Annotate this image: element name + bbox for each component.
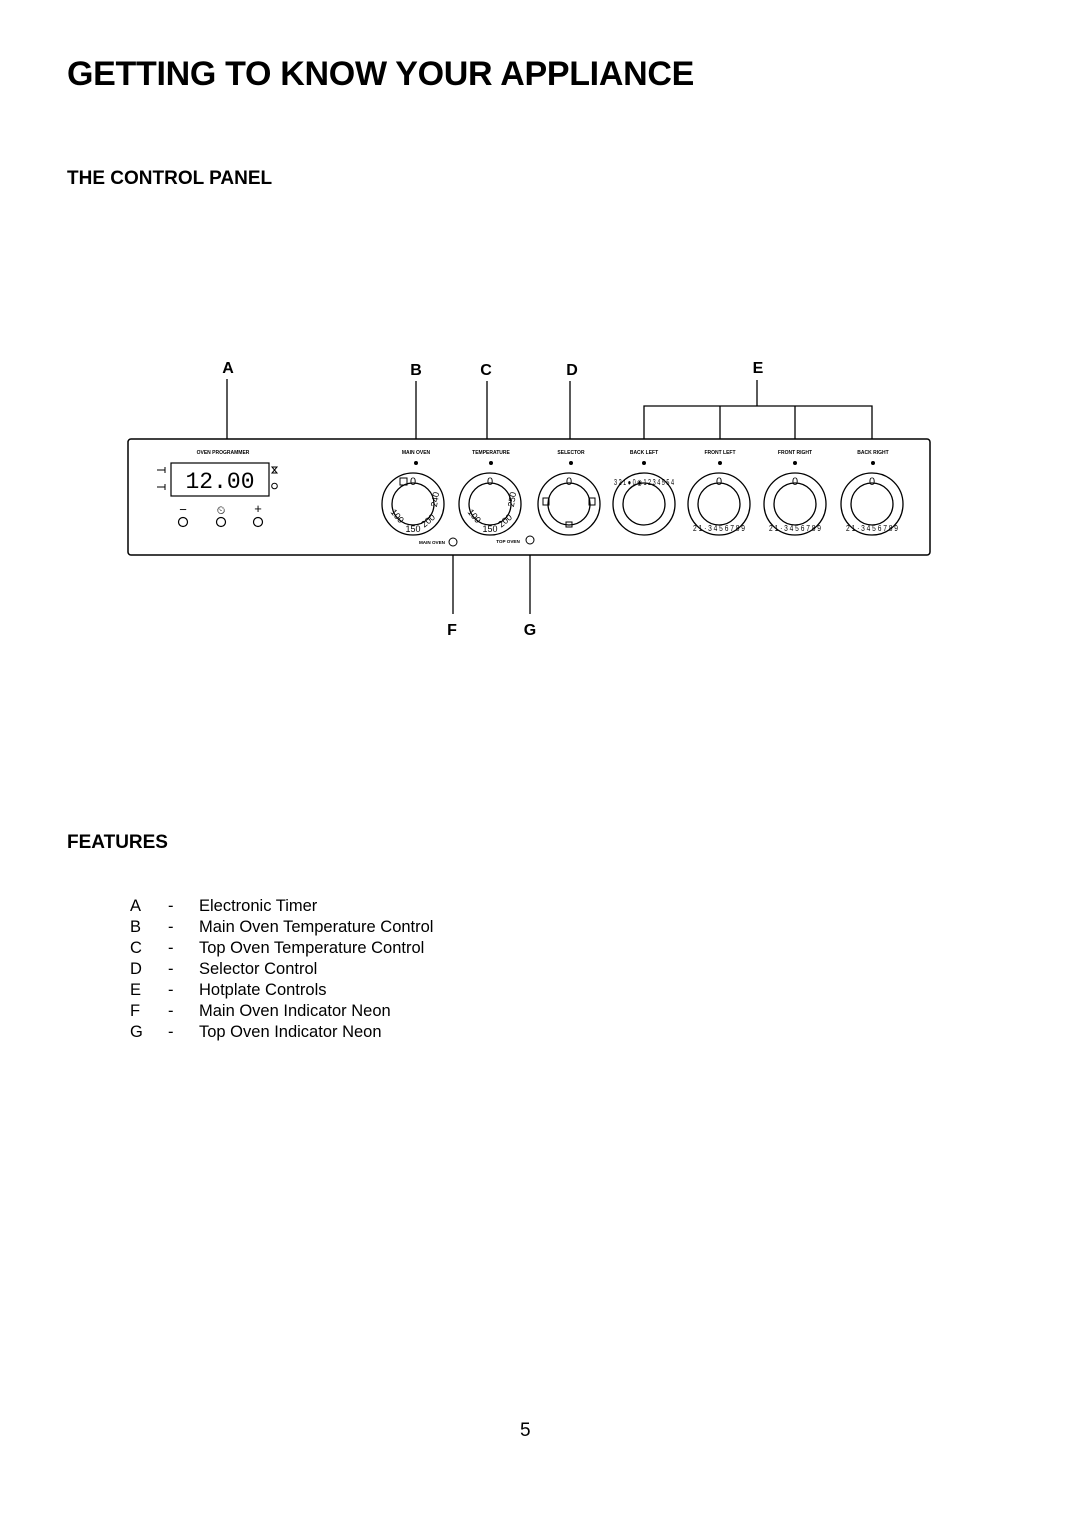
base-element-symbol-icon <box>565 521 573 528</box>
back-right-scale: 2 1 · 3 4 5 6 7 8 9 <box>846 524 898 533</box>
control-panel-diagram: A B C D E F G OVEN PROGRAMMER 12.00 − <box>127 360 931 639</box>
fan-oven-symbol-icon <box>542 497 550 506</box>
page-number: 5 <box>520 1420 531 1441</box>
top-oven-neon <box>525 535 535 545</box>
top-element-symbol-icon <box>588 497 596 506</box>
callout-b: B <box>410 362 422 379</box>
knob-label-front-left: FRONT LEFT <box>704 450 735 456</box>
knob-zero: 0 <box>410 476 416 488</box>
hotplate-back-right-knob[interactable] <box>840 472 904 536</box>
knob-label-main-oven: MAIN OVEN <box>402 450 431 456</box>
minus-label: − <box>179 502 187 517</box>
features-list: A-Electronic Timer B-Main Oven Temperatu… <box>130 896 433 1043</box>
callout-f: F <box>447 622 457 639</box>
neon-label-main-oven: MAIN OVEN <box>419 540 446 545</box>
clock-icon <box>271 482 278 490</box>
knob-zero: 0 <box>869 476 875 488</box>
front-left-scale: 2 1 · 3 4 5 6 7 8 9 <box>693 524 745 533</box>
oven-programmer: OVEN PROGRAMMER 12.00 − ⏲ + <box>157 450 279 528</box>
selector-knob[interactable] <box>537 472 601 536</box>
feature-item: E-Hotplate Controls <box>130 981 327 999</box>
hotplate-front-left-knob[interactable] <box>687 472 751 536</box>
feature-item: A-Electronic Timer <box>130 897 318 915</box>
callout-a: A <box>222 360 234 377</box>
callout-c: C <box>480 362 492 379</box>
knob-label-temperature: TEMPERATURE <box>472 450 510 456</box>
main-oven-knob[interactable] <box>381 472 445 536</box>
back-left-scale: 3 2 1 ● 0 ◉ 1 2 3 4 5 5 4 <box>614 478 674 487</box>
features-heading: FEATURES <box>67 832 168 853</box>
hotplate-back-left-knob[interactable] <box>612 472 676 536</box>
front-right-scale: 2 1 · 3 4 5 6 7 8 9 <box>769 524 821 533</box>
programmer-label: OVEN PROGRAMMER <box>197 450 250 456</box>
plus-label: + <box>254 501 262 516</box>
callout-e: E <box>753 360 764 377</box>
knob-label-back-left: BACK LEFT <box>630 450 658 456</box>
top-oven-scale-mark: 150 <box>482 524 497 534</box>
minute-minder-icon <box>270 466 279 474</box>
feature-item: B-Main Oven Temperature Control <box>130 918 434 936</box>
knob-label-selector: SELECTOR <box>557 450 585 456</box>
knob-zero: 0 <box>716 476 722 488</box>
main-oven-scale-mark: 150 <box>405 524 420 534</box>
knob-zero: 0 <box>566 476 572 488</box>
neon-label-top-oven: TOP OVEN <box>496 539 520 544</box>
feature-item: F-Main Oven Indicator Neon <box>130 1002 391 1020</box>
timer-display <box>170 462 270 497</box>
callout-lines <box>226 379 873 614</box>
plus-button[interactable] <box>252 516 264 528</box>
end-time-icon <box>157 484 166 490</box>
knob-zero: 0 <box>487 476 493 488</box>
main-oven-light-icon <box>399 477 408 486</box>
control-panel-heading: THE CONTROL PANEL <box>67 168 273 189</box>
top-oven-temperature-knob[interactable] <box>458 472 522 536</box>
manual-button[interactable] <box>215 516 227 528</box>
minus-button[interactable] <box>177 516 189 528</box>
knob-zero: 0 <box>792 476 798 488</box>
top-oven-scale-mark: 250 <box>506 491 518 508</box>
manual-label: ⏲ <box>217 505 226 517</box>
knob-label-front-right: FRONT RIGHT <box>778 450 812 456</box>
timer-display-text: 12.00 <box>185 469 254 495</box>
main-oven-scale-mark: 240 <box>429 491 441 508</box>
feature-item: C-Top Oven Temperature Control <box>130 939 425 957</box>
cook-time-icon <box>157 467 166 473</box>
callout-g: G <box>524 622 536 639</box>
page-title: GETTING TO KNOW YOUR APPLIANCE <box>67 55 694 93</box>
knob-label-back-right: BACK RIGHT <box>857 450 888 456</box>
main-oven-neon <box>448 537 458 547</box>
feature-item: D-Selector Control <box>130 960 318 978</box>
callout-d: D <box>566 362 578 379</box>
hotplate-front-right-knob[interactable] <box>763 472 827 536</box>
feature-item: G-Top Oven Indicator Neon <box>130 1023 382 1041</box>
